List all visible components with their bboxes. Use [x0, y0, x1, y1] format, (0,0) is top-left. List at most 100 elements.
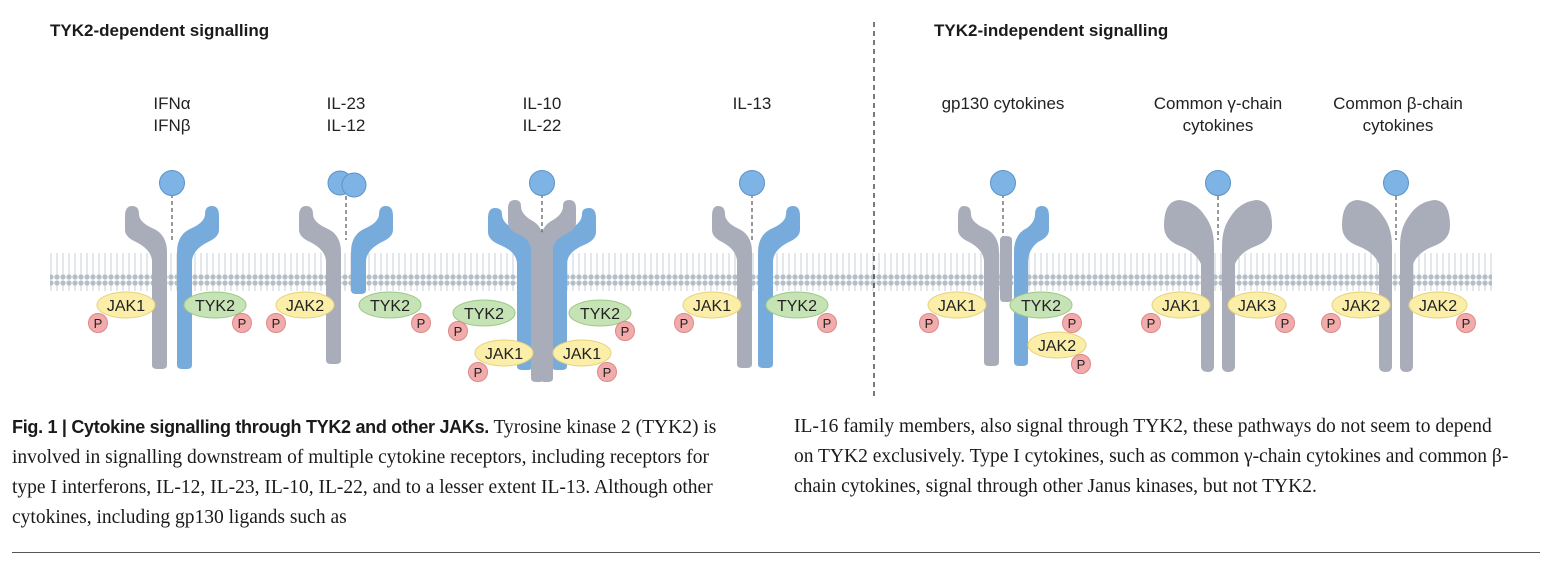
label-il12: IL-12: [327, 116, 366, 135]
receptor-chain-blue: [177, 206, 219, 369]
caption-lead: Fig. 1 | Cytokine signalling through TYK…: [12, 417, 489, 437]
receptor-chain-grey: [1000, 236, 1012, 302]
phospho-p: [1062, 313, 1082, 333]
ligand-ball: [1205, 170, 1231, 196]
signalling-figure: IFNα IFNβ IL-23 IL-12 IL-10 IL-22 IL-13 …: [50, 22, 1492, 396]
svg-text:TYK2: TYK2: [195, 298, 235, 315]
receptor-il13: JAK1 P TYK2 P: [674, 170, 837, 368]
svg-text:JAK1: JAK1: [938, 298, 976, 315]
phospho-p: [1321, 313, 1341, 333]
kinase-tyk2: [452, 299, 516, 327]
svg-text:TYK2: TYK2: [580, 306, 620, 323]
svg-text:P: P: [603, 365, 612, 380]
label-beta-1: Common β-chain: [1333, 94, 1463, 113]
ligand-ball: [739, 170, 765, 196]
phospho-p: [674, 313, 694, 333]
receptor-chain-blue: [351, 206, 393, 294]
receptor-chain-grey: [508, 200, 543, 382]
receptor-chain-grey: [712, 206, 752, 368]
label-ifn-2: IFNβ: [153, 116, 190, 135]
kinase-jak1: [927, 291, 987, 319]
receptor-chain-grey: [299, 206, 341, 364]
svg-text:P: P: [1147, 316, 1156, 331]
label-gamma-2: cytokines: [1183, 116, 1254, 135]
ligand-ball: [341, 172, 367, 198]
svg-text:P: P: [1327, 316, 1336, 331]
svg-text:TYK2: TYK2: [777, 298, 817, 315]
phospho-p: [266, 313, 286, 333]
svg-text:JAK2: JAK2: [286, 298, 324, 315]
section-title-dependent: TYK2-dependent signalling: [50, 21, 270, 40]
svg-text:P: P: [94, 316, 103, 331]
svg-text:TYK2: TYK2: [370, 298, 410, 315]
phospho-p: [817, 313, 837, 333]
receptor-chain-grey: [958, 206, 999, 366]
receptor-il23: JAK2 P TYK2 P: [266, 170, 431, 364]
svg-text:JAK3: JAK3: [1238, 298, 1276, 315]
phospho-p: [919, 313, 939, 333]
receptor-gamma-chain: JAK1 P JAK3 P: [1141, 170, 1295, 372]
label-il10: IL-10: [523, 94, 562, 113]
kinase-jak1: [1151, 291, 1211, 319]
phospho-p: [1275, 313, 1295, 333]
svg-text:JAK1: JAK1: [1162, 298, 1200, 315]
caption-column-1: Fig. 1 | Cytokine signalling through TYK…: [12, 412, 742, 533]
phospho-p: [615, 321, 635, 341]
receptor-il10: TYK2 P TYK2 P JAK1 P JAK1 P: [448, 170, 635, 382]
svg-text:TYK2: TYK2: [464, 306, 504, 323]
phospho-p: [1071, 354, 1091, 374]
svg-text:P: P: [823, 316, 832, 331]
receptor-chain-blue: [758, 206, 800, 368]
receptor-chain-blue: [552, 208, 596, 370]
phospho-p: [88, 313, 108, 333]
receptor-ifn: JAK1 P TYK2 P: [88, 170, 252, 369]
svg-text:P: P: [925, 316, 934, 331]
phospho-p: [468, 362, 488, 382]
kinase-jak2: [1027, 331, 1087, 359]
label-ifn-1: IFNα: [153, 94, 190, 113]
caption-text-1: Tyrosine kinase 2 (TYK2) is involved in …: [12, 417, 717, 528]
svg-text:P: P: [238, 316, 247, 331]
kinase-jak1: [552, 339, 612, 367]
section-title-independent: TYK2-independent signalling: [934, 21, 1169, 40]
svg-text:P: P: [1281, 316, 1290, 331]
receptor-chain-blue: [1014, 206, 1049, 366]
phospho-p: [232, 313, 252, 333]
ligand-ball: [159, 170, 185, 196]
svg-text:P: P: [474, 365, 483, 380]
svg-text:JAK2: JAK2: [1038, 338, 1076, 355]
svg-text:JAK2: JAK2: [1342, 298, 1380, 315]
svg-text:P: P: [272, 316, 281, 331]
caption-column-2: IL-16 family members, also signal throug…: [794, 412, 1514, 502]
svg-text:P: P: [1462, 316, 1471, 331]
ligand-ball: [529, 170, 555, 196]
kinase-tyk2: [358, 291, 422, 319]
kinase-jak2: [275, 291, 335, 319]
receptor-beta-chain: JAK2 P JAK2 P: [1321, 170, 1476, 372]
svg-text:JAK1: JAK1: [563, 346, 601, 363]
kinase-tyk2: [1009, 291, 1073, 319]
phospho-p: [411, 313, 431, 333]
svg-text:JAK1: JAK1: [107, 298, 145, 315]
caption-text-2: IL-16 family members, also signal throug…: [794, 416, 1509, 497]
receptor-chain-blue: [488, 208, 532, 370]
label-il22: IL-22: [523, 116, 562, 135]
receptor-chain-grey: [1342, 200, 1392, 372]
kinase-jak2: [1408, 291, 1468, 319]
ligand-ball: [1383, 170, 1409, 196]
svg-text:JAK1: JAK1: [693, 298, 731, 315]
svg-text:P: P: [1068, 316, 1077, 331]
phospho-p: [597, 362, 617, 382]
label-beta-2: cytokines: [1363, 116, 1434, 135]
label-il23: IL-23: [327, 94, 366, 113]
receptor-chain-grey: [125, 206, 167, 369]
svg-text:JAK1: JAK1: [485, 346, 523, 363]
receptor-chain-grey: [541, 200, 576, 382]
receptor-gp130: JAK1 P TYK2 P JAK2 P: [919, 170, 1091, 374]
phospho-p: [448, 321, 468, 341]
bottom-rule: [12, 552, 1540, 553]
label-gp130: gp130 cytokines: [942, 94, 1065, 113]
svg-text:P: P: [1077, 357, 1086, 372]
phospho-p: [1456, 313, 1476, 333]
kinase-tyk2: [183, 291, 247, 319]
